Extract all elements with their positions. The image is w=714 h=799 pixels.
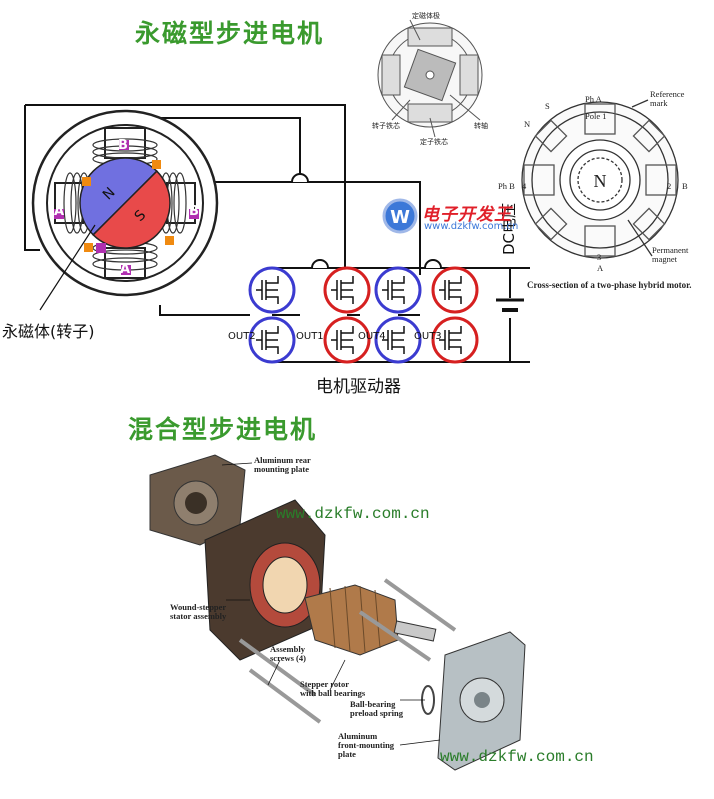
b-right-label: B [682,181,688,191]
stator-label: Wound-stepper stator assembly [170,602,227,621]
rotor-pointer [39,224,96,311]
out3-label: OUT3 [414,331,442,342]
pm-motor-title: 永磁型步进电机 [135,19,325,48]
thumb-right-label: 转轴 [474,122,488,130]
watermark-1: www.dzkfw.com.cn [276,505,430,523]
hybrid-caption: Cross-section of a two-phase hybrid moto… [527,280,692,290]
reference-mark-label: Reference mark [650,89,685,108]
s-label: S [545,101,550,111]
logo-text: 电子开发王 [422,205,512,225]
logo-icon: W [382,198,418,234]
pole-1-label: Pole 1 [585,111,607,121]
hybrid-rotor-glyph: N [594,171,607,191]
coil-label-right: B [189,204,199,219]
a-bottom-label: A [597,263,604,273]
hybrid-motor-title: 混合型步进电机 [128,415,318,444]
front-plate-label: Aluminum front-mounting plate [338,731,395,759]
out4-label: OUT4 [358,331,386,342]
num-4-label: 4 [522,181,527,191]
logo-url: www.dzkfw.com.cn [424,221,519,232]
permanent-magnet-label: Permanent magnet [652,245,689,264]
exploded-motor-view [149,454,526,771]
out2-label: OUT2 [228,331,256,342]
spring-label: Ball-bearing preload spring [350,699,403,718]
screws-label: Assembly screws (4) [270,644,306,663]
coil-label-top: B [118,138,128,153]
n-label: N [524,119,531,129]
thumb-top-label: 定磁体极 [412,12,440,20]
coil-label-left: A [54,204,65,219]
ph-b-label: Ph B [498,181,515,191]
pole-markers [54,140,199,275]
thumb-left-label: 转子铁芯 [372,122,400,130]
svg-text:W: W [390,207,410,228]
thumb-bottom-label: 定子铁芯 [420,138,448,146]
hybrid-cross-section [521,99,679,259]
num-2-label: 2 [667,181,672,191]
num-3-label: 3 [597,252,602,262]
ph-a-label: Ph A [585,94,602,104]
rear-plate-label: Aluminum rear mounting plate [254,455,311,474]
coil-label-bottom: A [120,262,131,277]
watermark-2: www.dzkfw.com.cn [440,748,594,766]
rotor-label-exploded: Stepper rotor with ball bearings [300,679,366,698]
pm-thumbnail-diagram [377,19,483,138]
rotor-label: 永磁体(转子) [2,322,95,341]
out1-label: OUT1 [296,331,324,342]
driver-label: 电机驱动器 [316,377,401,397]
